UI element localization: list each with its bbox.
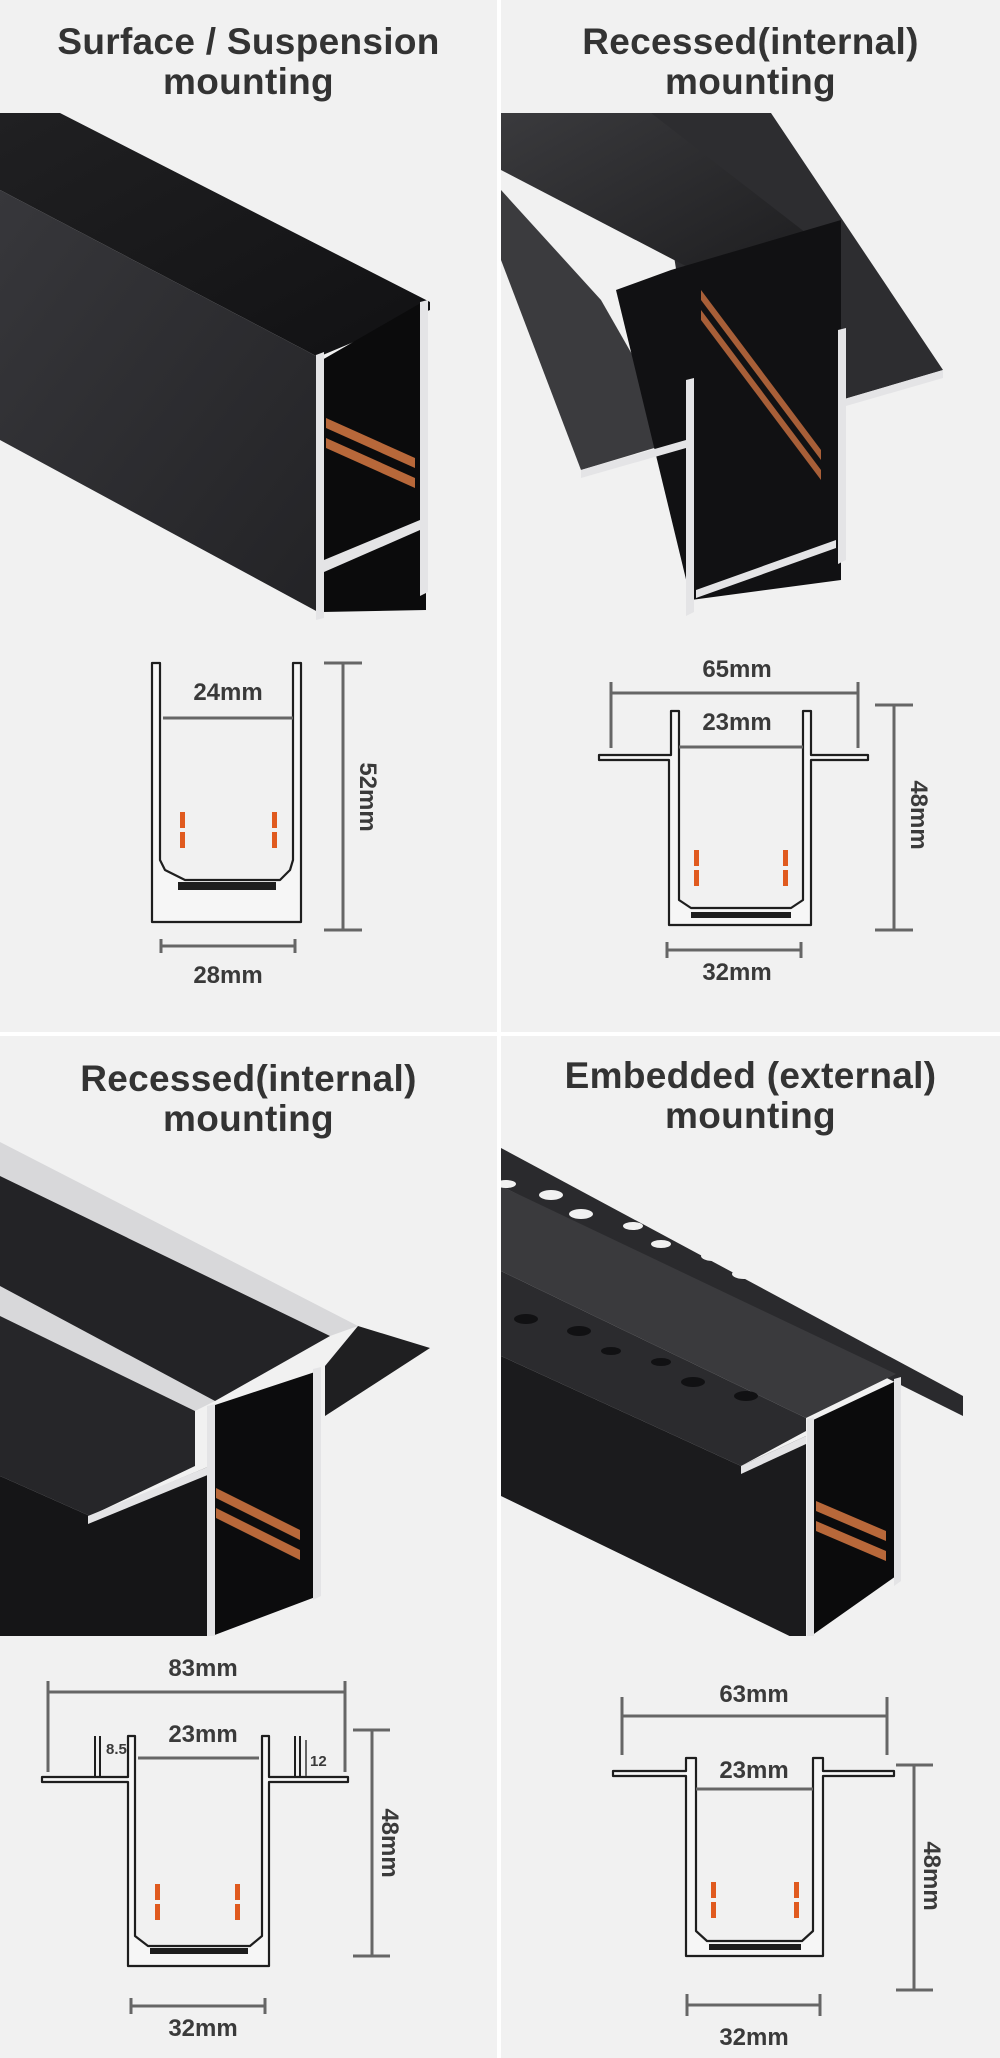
title-line-1: Embedded (external) <box>564 1055 937 1096</box>
aluminium-wall-right <box>313 1367 321 1600</box>
title-line-2: mounting <box>665 1095 836 1136</box>
panel-title: Recessed(internal) mounting <box>0 1059 497 1139</box>
dim-label-right-gap: 12 <box>310 1753 327 1770</box>
flange-left <box>501 190 681 470</box>
dim-label-inner-width: 24mm <box>193 679 262 706</box>
flange-left <box>0 1316 195 1516</box>
flange-perforated-top <box>501 1148 963 1416</box>
dim-label-inner-width: 23mm <box>702 709 771 736</box>
title-line-1: Surface / Suspension <box>57 21 440 62</box>
title-line-1: Recessed(internal) <box>80 1058 417 1099</box>
aluminium-base <box>696 540 836 598</box>
product-render-recessed-b <box>0 1142 430 1636</box>
profile-cross-section <box>40 1734 350 1968</box>
title-line-1: Recessed(internal) <box>582 21 919 62</box>
profile-end-opening <box>212 1371 318 1636</box>
aluminium-base <box>324 520 420 572</box>
copper-conductor <box>326 418 415 468</box>
profile-side-face <box>0 190 318 612</box>
dim-label-outer-width: 32mm <box>702 959 771 986</box>
aluminium-wall-right <box>894 1377 901 1586</box>
aluminium-wall-left <box>316 352 324 620</box>
aluminium-flange-edge <box>841 370 943 406</box>
aluminium-flange-edge <box>88 1466 210 1524</box>
profile-cross-section <box>597 709 870 927</box>
profile-end-opening <box>811 1381 896 1636</box>
dim-label-outer-width: 32mm <box>719 2024 788 2051</box>
copper-conductor <box>326 438 415 488</box>
panel-title: Recessed(internal) mounting <box>501 22 1000 102</box>
flange-right <box>325 1326 430 1416</box>
profile-cross-section <box>611 1756 896 1958</box>
profile-body <box>616 220 841 600</box>
aluminium-wall-right <box>420 300 428 596</box>
copper-conductor <box>701 310 821 480</box>
title-line-2: mounting <box>163 61 334 102</box>
panel-title: Surface / Suspension mounting <box>0 22 497 102</box>
profile-top-face <box>0 113 430 357</box>
dim-line-outer-width <box>159 939 297 953</box>
profile-top-face <box>501 1186 896 1418</box>
product-render-recessed-a <box>501 113 943 616</box>
aluminium-wall-left <box>686 378 694 616</box>
dim-label-height: 52mm <box>354 762 381 831</box>
panel-embedded-external: Embedded (external) mounting <box>501 1036 1000 2058</box>
dim-line-outer-width <box>665 942 803 958</box>
copper-conductor <box>816 1521 886 1561</box>
title-line-2: mounting <box>665 61 836 102</box>
cross-section-recessed-a: 65mm 23mm 32mm 48mm <box>597 656 932 986</box>
dim-line-height <box>324 661 362 932</box>
copper-conductor <box>816 1501 886 1541</box>
copper-conductor <box>701 290 821 460</box>
dim-line-height <box>875 703 913 932</box>
cross-section-embedded: 63mm 23mm 48mm 32mm <box>611 1681 945 2051</box>
flange-holes-dark <box>514 1314 758 1401</box>
dim-label-flange-width: 83mm <box>168 1655 237 1682</box>
panel-surface-suspension: Surface / Suspension mounting <box>0 0 497 1032</box>
trim-strip <box>0 1142 358 1336</box>
dim-label-inner-width: 23mm <box>719 1757 788 1784</box>
copper-conductor <box>216 1508 300 1560</box>
product-render-surface <box>0 113 430 620</box>
dim-label-height: 48mm <box>918 1841 945 1910</box>
dim-label-left-gap: 8.5 <box>106 1741 127 1758</box>
dim-line-flange-width <box>609 682 860 748</box>
cross-section-recessed-b: 83mm 23mm 8.5 12 48mm 32mm <box>40 1655 403 2042</box>
dim-label-inner-width: 23mm <box>168 1721 237 1748</box>
dim-label-height: 48mm <box>905 780 932 849</box>
panel-recessed-internal-a: Recessed(internal) mounting <box>501 0 1000 1032</box>
panel-title: Embedded (external) mounting <box>501 1056 1000 1136</box>
title-line-2: mounting <box>163 1098 334 1139</box>
dim-label-height: 48mm <box>376 1808 403 1877</box>
aluminium-wall-left <box>807 1417 814 1636</box>
dim-label-outer-width: 28mm <box>193 962 262 989</box>
dim-line-flange-width <box>620 1697 889 1755</box>
profile-side-face <box>0 1466 210 1636</box>
dim-line-height <box>896 1763 933 1992</box>
aluminium-wall-left <box>207 1404 215 1636</box>
cross-section-surface: 24mm 28mm 52mm <box>150 661 381 989</box>
dim-line-flange-width <box>46 1681 347 1772</box>
dim-label-flange-width: 65mm <box>702 656 771 683</box>
dim-label-outer-width: 32mm <box>168 2015 237 2042</box>
dim-line-outer-width <box>685 1994 822 2016</box>
copper-conductor <box>216 1488 300 1540</box>
profile-side-face <box>501 1356 806 1636</box>
dim-line-outer-width <box>129 1998 267 2014</box>
dim-line-height <box>353 1728 390 1958</box>
profile-top-face <box>0 1176 330 1401</box>
aluminium-flange-edge <box>581 440 686 478</box>
profile-cross-section <box>150 661 303 924</box>
flange-holes <box>501 1180 925 1339</box>
panel-recessed-internal-b: Recessed(internal) mounting <box>0 1036 497 2058</box>
flange-perforated-left <box>501 1271 806 1466</box>
product-render-embedded <box>501 1148 963 1636</box>
aluminium-wall-right <box>838 328 846 564</box>
dim-label-flange-width: 63mm <box>719 1681 788 1708</box>
aluminium-flange-edge <box>741 1436 806 1474</box>
